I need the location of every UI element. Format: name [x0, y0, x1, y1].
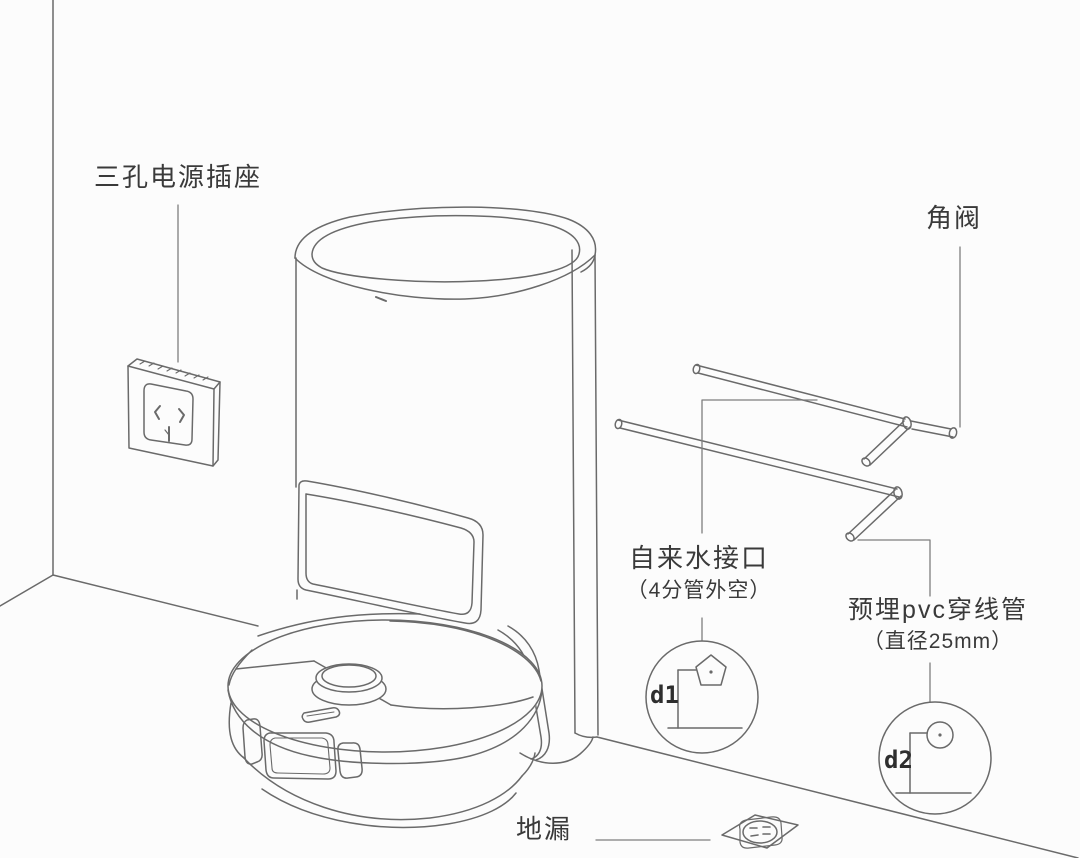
dock-release-slot	[301, 707, 341, 723]
label-power-outlet: 三孔电源插座	[94, 162, 263, 192]
label-pvc-conduit: 预埋pvc穿线管	[848, 596, 1028, 624]
lidar-turret	[311, 663, 387, 706]
label-water-inlet: 自来水接口	[628, 543, 769, 573]
label-dim-d2: d2	[884, 746, 913, 774]
angle-valve-end	[948, 427, 958, 439]
label-water-inlet-block: 自来水接口 （4分管外空）	[599, 543, 799, 603]
label-dim-d1: d1	[650, 681, 679, 709]
front-sensor-cluster	[242, 718, 363, 780]
floor-drain-icon	[721, 814, 799, 849]
label-pvc-conduit-note: （直径25mm）	[862, 629, 1014, 653]
robot-vacuum	[227, 619, 543, 780]
dock-front-panel	[297, 480, 484, 625]
dock-station-tower	[294, 206, 599, 736]
label-pvc-block: 预埋pvc穿线管 （直径25mm）	[810, 596, 1066, 654]
label-water-inlet-note: （4分管外空）	[626, 578, 772, 602]
three-hole-power-outlet-icon	[127, 358, 221, 467]
detail-circle-d2	[878, 701, 992, 815]
label-floor-drain: 地漏	[516, 814, 573, 844]
label-angle-valve: 角阀	[926, 203, 983, 233]
leader-lines	[177, 204, 961, 841]
water-supply-pipe	[692, 363, 958, 467]
pvc-conduit-pipe	[614, 418, 903, 542]
leader-pvc-conduit	[857, 539, 931, 597]
dock-base-ramp	[228, 702, 536, 829]
leader-water-inlet	[701, 399, 818, 534]
detail-circle-d1	[645, 640, 759, 754]
